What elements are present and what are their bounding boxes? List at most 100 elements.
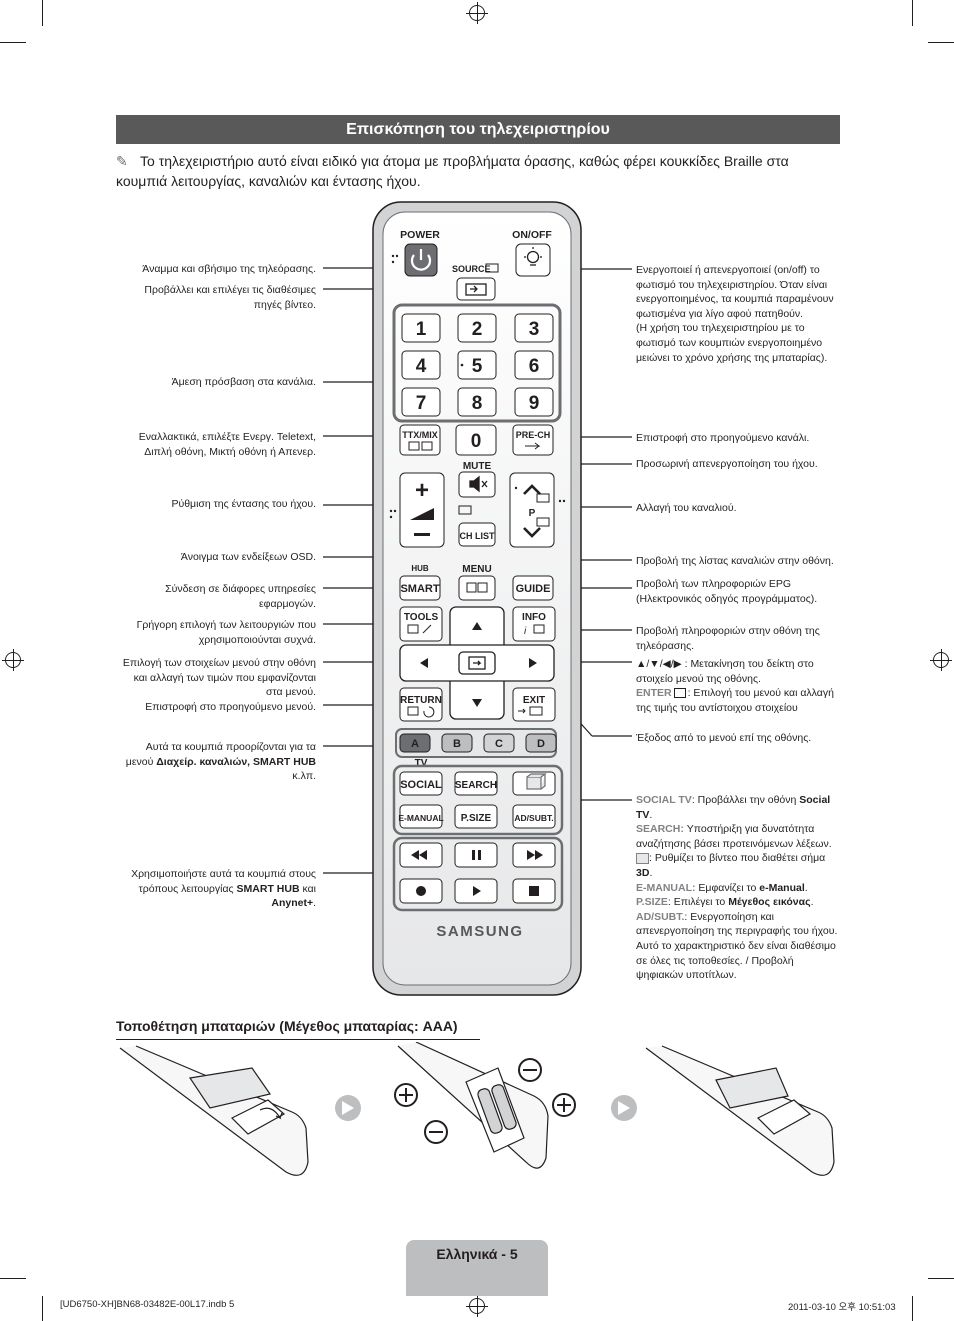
desc-menu: Άνοιγμα των ενδείξεων OSD. bbox=[180, 551, 316, 563]
exit-icon bbox=[518, 708, 526, 714]
digit-8-button[interactable] bbox=[457, 387, 497, 417]
ttx-label: TTX/MIX bbox=[402, 430, 438, 440]
intro-note: ✎Το τηλεχειριστήριο αυτό είναι ειδικό γι… bbox=[116, 151, 840, 191]
color-button-label: A bbox=[411, 738, 419, 750]
info-icon: i bbox=[524, 626, 527, 637]
digit-4-button[interactable] bbox=[401, 350, 441, 380]
minus-icon bbox=[414, 533, 430, 536]
prech-label: PRE-CH bbox=[516, 430, 551, 440]
battery-illustration bbox=[119, 1042, 835, 1176]
tv-label: TV bbox=[415, 758, 428, 769]
desc-return: Επιστροφή στο προηγούμενο μενού. bbox=[145, 701, 316, 713]
digit-9-label: 9 bbox=[529, 393, 540, 414]
digit-8-label: 8 bbox=[472, 393, 483, 414]
crop-mark bbox=[912, 0, 913, 26]
social-button[interactable] bbox=[399, 771, 443, 796]
search-button[interactable] bbox=[454, 771, 498, 796]
plus-icon: + bbox=[415, 477, 429, 504]
smart-hub-button[interactable] bbox=[399, 575, 441, 601]
divider bbox=[116, 1039, 480, 1040]
desc-onoff: Ενεργοποιεί ή απενεργοποιεί (on/off) το … bbox=[636, 264, 834, 364]
color-button-a[interactable] bbox=[399, 733, 431, 753]
crop-mark bbox=[0, 42, 26, 43]
digit-2-button[interactable] bbox=[457, 313, 497, 343]
ttx-button[interactable] bbox=[399, 424, 441, 456]
return-label: RETURN bbox=[400, 695, 442, 706]
digit-9-button[interactable] bbox=[514, 387, 554, 417]
tools-label: TOOLS bbox=[404, 612, 439, 623]
menu-icon bbox=[466, 582, 477, 593]
color-button-d[interactable] bbox=[525, 733, 557, 753]
pause-icon bbox=[472, 850, 481, 860]
digit-5-button[interactable] bbox=[457, 350, 497, 380]
volume-rocker[interactable] bbox=[399, 472, 445, 548]
info-label: INFO bbox=[522, 612, 546, 623]
arrow-left-icon bbox=[420, 658, 428, 668]
digit-1-button[interactable] bbox=[401, 313, 441, 343]
pause-button[interactable] bbox=[454, 842, 498, 868]
fastforward-icon bbox=[527, 850, 543, 860]
channel-rocker[interactable] bbox=[509, 472, 555, 548]
digit-0-button[interactable] bbox=[455, 424, 497, 456]
desc-exit: Έξοδος από το μενού επί της οθόνης. bbox=[636, 732, 812, 744]
psize-button[interactable] bbox=[454, 804, 498, 829]
prech-button[interactable] bbox=[512, 424, 554, 456]
stop-icon bbox=[529, 886, 539, 896]
adsubt-button[interactable] bbox=[512, 804, 556, 829]
menu-label: MENU bbox=[462, 564, 491, 575]
emanual-button[interactable] bbox=[399, 804, 443, 829]
enter-icon bbox=[673, 688, 686, 699]
chlist-label: CH LIST bbox=[460, 531, 496, 541]
desc-smart: Σύνδεση σε διάφορες υπηρεσίες εφαρμογών. bbox=[165, 583, 316, 610]
digit-2-label: 2 bbox=[472, 319, 483, 340]
3d-icon bbox=[526, 773, 547, 790]
desc-power: Άναμμα και σβήσιμο της τηλεόρασης. bbox=[142, 263, 316, 275]
digit-7-label: 7 bbox=[416, 393, 427, 414]
onoff-button[interactable] bbox=[515, 243, 551, 277]
desc-prech: Επιστροφή στο προηγούμενο κανάλι. bbox=[636, 432, 810, 444]
crop-mark bbox=[42, 1296, 43, 1321]
guide-button[interactable] bbox=[512, 575, 554, 601]
brand-logo: SAMSUNG bbox=[436, 923, 523, 940]
color-button-b[interactable] bbox=[441, 733, 473, 753]
desc-tools: Γρήγορη επιλογή των λειτουργιών που χρησ… bbox=[136, 619, 316, 646]
emanual-label: E-MANUAL bbox=[398, 813, 443, 823]
play-icon bbox=[473, 886, 481, 896]
digit-6-label: 6 bbox=[529, 356, 540, 377]
desc-channel: Αλλαγή του καναλιού. bbox=[636, 502, 737, 514]
intro-text: Το τηλεχειριστήριο αυτό είναι ειδικό για… bbox=[116, 153, 789, 189]
mute-icon bbox=[469, 475, 488, 493]
crop-mark bbox=[912, 1296, 913, 1321]
bulb-icon bbox=[524, 247, 542, 266]
page-number: Ελληνικά - 5 bbox=[436, 1246, 518, 1262]
hub-label: HUB bbox=[411, 564, 429, 573]
section-title: Επισκόπηση του τηλεχειριστηρίου bbox=[116, 115, 840, 144]
menu-button[interactable] bbox=[458, 575, 496, 601]
crop-mark bbox=[928, 42, 954, 43]
registration-mark-icon bbox=[930, 649, 952, 671]
smart-label: SMART bbox=[400, 583, 439, 595]
power-label: POWER bbox=[400, 229, 440, 241]
enter-icon bbox=[468, 656, 486, 670]
digit-6-button[interactable] bbox=[514, 350, 554, 380]
digit-3-button[interactable] bbox=[514, 313, 554, 343]
color-button-c[interactable] bbox=[483, 733, 515, 753]
desc-navigation: ▲/▼/◀/▶ : Μετακίνηση του δείκτη στο στοι… bbox=[636, 658, 834, 714]
arrow-up-icon bbox=[472, 622, 482, 630]
chevron-up-icon bbox=[523, 484, 541, 495]
chlist-button[interactable] bbox=[458, 522, 496, 547]
source-icon bbox=[465, 283, 487, 296]
note-pencil-icon: ✎ bbox=[116, 153, 128, 169]
3d-icon bbox=[636, 853, 649, 865]
adsubt-label: AD/SUBT. bbox=[514, 813, 553, 823]
search-label: SEARCH bbox=[455, 780, 497, 791]
rewind-icon bbox=[411, 850, 427, 860]
onoff-label: ON/OFF bbox=[512, 229, 552, 241]
digit-7-button[interactable] bbox=[401, 387, 441, 417]
return-button[interactable] bbox=[399, 687, 443, 722]
braille-dots bbox=[389, 509, 397, 519]
desc-mute: Προσωρινή απενεργοποίηση του ήχου. bbox=[636, 458, 818, 470]
chevron-down-icon bbox=[523, 527, 541, 538]
